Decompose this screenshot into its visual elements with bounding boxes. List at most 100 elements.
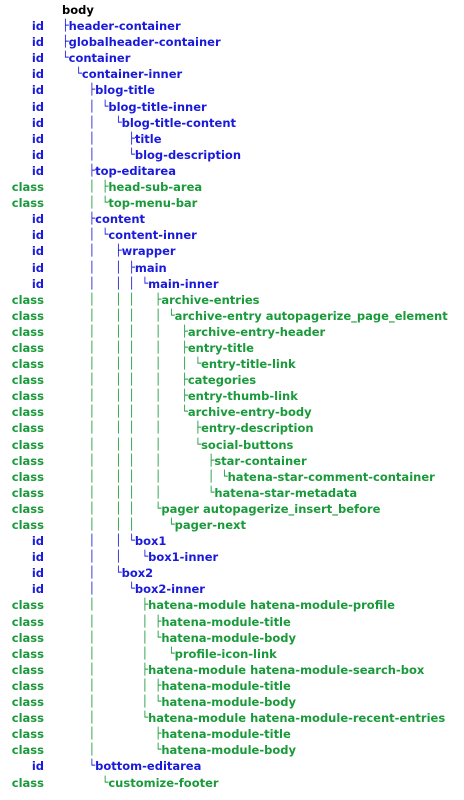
node-label: hatena-module-title: [161, 727, 291, 742]
selector-type: class: [11, 196, 44, 211]
tree-connector: └: [62, 759, 96, 773]
selector-type: id: [31, 228, 44, 243]
tree-node: body: [62, 2, 94, 18]
tree-row: id │ ├wrapper: [0, 243, 464, 259]
tree-connector: │ └: [62, 196, 109, 210]
node-label: title: [134, 131, 162, 146]
selector-type: id: [31, 67, 44, 82]
tree-node: │ ├hatena-module-title: [62, 726, 291, 742]
tree-node: │ ├hatena-module hatena-module-profile: [62, 597, 394, 613]
selector-type: class: [11, 695, 44, 710]
tree-connector: │ ├: [62, 662, 149, 676]
tree-row: class │ │ │ └pager-next: [0, 517, 464, 533]
node-label: blog-title: [95, 83, 155, 98]
node-label: wrapper: [121, 244, 176, 259]
tree-connector: │ ├: [62, 598, 149, 612]
selector-type: id: [31, 759, 44, 774]
tree-row: id ├content: [0, 211, 464, 227]
tree-connector: │ │ │ │ └: [62, 437, 202, 451]
tree-node: │ │ └box1: [62, 533, 166, 549]
tree-connector: │ │ │ │ ├: [62, 373, 188, 387]
node-label: hatena-module-body: [161, 630, 296, 645]
selector-type: class: [11, 646, 44, 661]
node-label: pager autopagerize_insert_before: [161, 501, 381, 516]
selector-type: class: [11, 614, 44, 629]
tree-connector: │ └: [62, 99, 109, 113]
selector-type: class: [11, 405, 44, 420]
tree-node: │ │ ├main: [62, 260, 167, 276]
tree-connector: │ └: [62, 743, 162, 757]
node-label: pager-next: [174, 518, 246, 532]
tree-node: │ └top-menu-bar: [62, 195, 197, 211]
node-label: customize-footer: [108, 775, 219, 790]
tree-node: │ │ ├hatena-module-title: [62, 614, 290, 630]
selector-type: class: [11, 373, 44, 388]
selector-type: id: [31, 534, 44, 549]
node-label: bottom-editarea: [95, 759, 202, 774]
selector-type: id: [31, 550, 44, 565]
tree-connector: ├: [62, 212, 96, 226]
tree-row: class │ │ ├hatena-module-title: [0, 614, 464, 630]
tree-row: id └bottom-editarea: [0, 758, 464, 774]
tree-node: │ ├title: [62, 131, 162, 147]
tree-node: ├content: [62, 211, 145, 227]
tree-node: ├blog-title: [62, 82, 155, 98]
tree-connector: │ ├: [62, 727, 162, 741]
tree-connector: │ │ ├: [62, 260, 135, 274]
tree-row: class │ │ │ │ ├entry-description: [0, 420, 464, 436]
node-label: content-inner: [108, 228, 197, 243]
tree-node: │ └box2-inner: [62, 581, 205, 597]
tree-row: class │ │ │ │ ├archive-entry-header: [0, 324, 464, 340]
tree-node: │ │ │ │ └social-buttons: [62, 437, 293, 453]
tree-connector: │ │ │ │ └: [62, 405, 188, 419]
node-label: container-inner: [81, 67, 183, 82]
node-label: globalheader-container: [68, 35, 221, 50]
tree-connector: │ │ ├: [62, 678, 162, 692]
tree-connector: │ │ │ ├: [62, 292, 162, 306]
selector-type: id: [31, 51, 44, 66]
node-label: hatena-star-metadata: [214, 485, 358, 500]
tree-row: id │ ├title: [0, 131, 464, 147]
tree-connector: │ └: [62, 147, 135, 161]
tree-node: ├top-editarea: [62, 163, 176, 179]
tree-node: │ │ │ │ │ └entry-title-link: [62, 356, 296, 372]
tree-row: id├globalheader-container: [0, 34, 464, 50]
selector-type: class: [11, 340, 44, 355]
selector-type: class: [11, 485, 44, 500]
selector-type: id: [31, 260, 44, 275]
tree-connector: │ │ │ └: [62, 276, 149, 290]
tree-node: │ │ │ └pager autopagerize_insert_before: [62, 501, 380, 517]
tree-node: │ ├head-sub-area: [62, 179, 202, 195]
tree-row: id├header-container: [0, 18, 464, 34]
tree-row: class │ │ │ │ ├star-container: [0, 453, 464, 469]
tree-node: │ │ │ │ │ └hatena-star-comment-container: [62, 469, 434, 485]
tree-node: │ └box2: [62, 565, 153, 581]
tree-row: class │ │ └hatena-module-body: [0, 630, 464, 646]
tree-node: │ │ ├hatena-module-title: [62, 678, 290, 694]
node-label: main: [134, 260, 167, 275]
tree-node: │ │ │ ├archive-entries: [62, 292, 259, 308]
tree-row: class │ ├hatena-module hatena-module-sea…: [0, 662, 464, 678]
tree-node: │ │ │ └main-inner: [62, 276, 218, 292]
tree-node: │ │ │ │ ├entry-title: [62, 340, 254, 356]
tree-node: │ └hatena-module hatena-module-recent-en…: [62, 710, 445, 726]
tree-row: class │ ├hatena-module-title: [0, 726, 464, 742]
tree-connector: │ │ │ │ ├: [62, 340, 188, 354]
tree-connector: │ │ │ │ ├: [62, 389, 188, 403]
node-label: box1-inner: [148, 550, 219, 565]
node-label: entry-title: [187, 340, 254, 355]
tree-connector: └: [62, 775, 109, 789]
node-label: hatena-module-body: [161, 695, 296, 710]
tree-connector: ├: [62, 35, 69, 49]
node-label: profile-icon-link: [174, 646, 277, 661]
node-label: archive-entry-body: [187, 405, 312, 420]
selector-type: class: [11, 324, 44, 339]
node-label: top-editarea: [95, 163, 176, 178]
node-label: entry-title-link: [201, 357, 296, 372]
selector-type: class: [11, 662, 44, 677]
tree-node: │ └blog-description: [62, 147, 241, 163]
tree-connector: │ │ └: [62, 550, 149, 564]
node-label: entry-description: [201, 421, 314, 436]
tree-row: class │ └hatena-module-body: [0, 742, 464, 758]
tree-row: id │ └blog-title-content: [0, 115, 464, 131]
